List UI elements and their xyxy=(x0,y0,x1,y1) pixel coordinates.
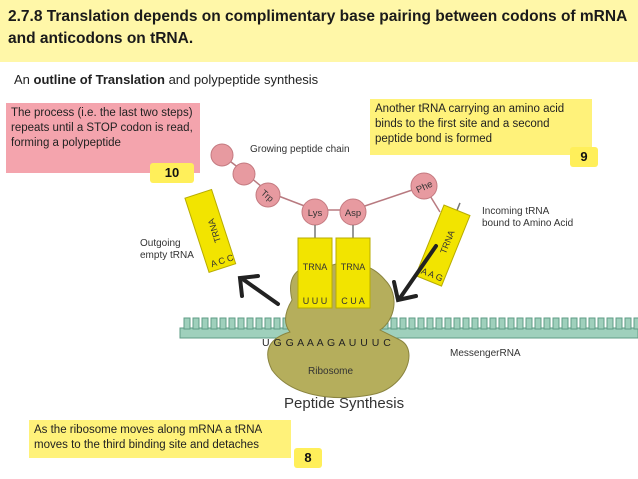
mrna-tooth xyxy=(534,317,542,330)
slide-title: 2.7.8 Translation depends on complimenta… xyxy=(0,0,638,62)
note-step-9: Another tRNA carrying an amino acid bind… xyxy=(370,99,592,155)
subtitle-prefix: An xyxy=(14,72,34,87)
mrna-tooth xyxy=(489,317,497,330)
badge-step-8: 8 xyxy=(294,448,322,468)
amino-label-lys: Lys xyxy=(308,208,323,219)
mrna-tooth xyxy=(615,317,623,330)
mrna-label: MessengerRNA xyxy=(450,348,521,359)
peptide-bead-2 xyxy=(232,162,256,186)
diagram-caption: Peptide Synthesis xyxy=(284,395,404,412)
mrna-tooth xyxy=(435,317,443,330)
mrna-tooth xyxy=(507,317,515,330)
outgoing-label-2: empty tRNA xyxy=(140,250,194,261)
peptide-chain xyxy=(221,154,441,213)
mrna-tooth xyxy=(597,317,605,330)
mrna-tooth xyxy=(552,317,560,330)
mrna-tooth xyxy=(525,317,533,330)
mrna-tooth xyxy=(606,317,614,330)
outgoing-label-1: Outgoing xyxy=(140,238,181,249)
mrna-tooth xyxy=(426,317,434,330)
amino-acid-phe xyxy=(410,172,438,200)
mrna-tooth xyxy=(201,317,209,330)
trna-label-2: TRNA xyxy=(341,262,366,272)
badge-step-8-text: 8 xyxy=(304,450,312,465)
mrna-tooth xyxy=(498,317,506,330)
badge-step-10-text: 10 xyxy=(164,165,180,180)
mrna-tooth xyxy=(516,317,524,330)
mrna-tooth xyxy=(633,317,638,330)
badge-step-10: 10 xyxy=(150,163,194,183)
mrna-tooth xyxy=(183,317,191,330)
trna-site-2: TRNA C U A xyxy=(335,225,371,309)
mrna-tooth xyxy=(399,317,407,330)
peptide-bead-1 xyxy=(210,143,234,167)
mrna-tooth xyxy=(237,317,245,330)
mrna-strand xyxy=(179,317,638,339)
mrna-tooth xyxy=(624,317,632,330)
note-step-8: As the ribosome moves along mRNA a tRNA … xyxy=(29,420,291,458)
subtitle-suffix: and polypeptide synthesis xyxy=(164,72,319,87)
trna-incoming: TRNA A A G xyxy=(414,202,471,287)
incoming-label-2: bound to Amino Acid xyxy=(482,218,573,229)
mrna-tooth xyxy=(390,317,398,330)
mrna-tooth xyxy=(444,317,452,330)
mrna-tooth xyxy=(219,317,227,330)
badge-step-9: 9 xyxy=(570,147,598,167)
subtitle: An outline of Translation and polypeptid… xyxy=(14,72,318,87)
mrna-tooth xyxy=(408,317,416,330)
arrow-outgoing-icon xyxy=(237,274,280,306)
note-step-10-text: The process (i.e. the last two steps) re… xyxy=(11,107,193,149)
mrna-tooth xyxy=(228,317,236,330)
mrna-tooth xyxy=(210,317,218,330)
ribosome-label: Ribosome xyxy=(308,366,353,377)
mrna-tooth xyxy=(579,317,587,330)
incoming-label-1: Incoming tRNA xyxy=(482,206,550,217)
mrna-tooth xyxy=(264,317,272,330)
mrna-tooth xyxy=(255,317,263,330)
mrna-tooth xyxy=(417,317,425,330)
mrna-tooth xyxy=(273,317,281,330)
mrna-sequence: U G G A A A G A U U U C xyxy=(262,337,391,349)
mrna-tooth xyxy=(543,317,551,330)
trna-site-1: TRNA U U U xyxy=(297,225,333,309)
trna-outgoing: TRNA A C C xyxy=(184,188,237,273)
note-step-9-text: Another tRNA carrying an amino acid bind… xyxy=(375,103,565,145)
mrna-tooth xyxy=(471,317,479,330)
anticodon-1: U U U xyxy=(303,296,328,306)
mrna-tooth xyxy=(480,317,488,330)
trna-label-1: TRNA xyxy=(303,262,328,272)
mrna-tooth xyxy=(561,317,569,330)
amino-acid-trp xyxy=(255,182,281,208)
anticodon-2: C U A xyxy=(341,296,365,306)
note-step-10: The process (i.e. the last two steps) re… xyxy=(6,103,200,173)
subtitle-bold: outline of Translation xyxy=(33,72,165,87)
mrna-tooth xyxy=(192,317,200,330)
mrna-tooth xyxy=(462,317,470,330)
mrna-tooth xyxy=(570,317,578,330)
badge-step-9-text: 9 xyxy=(580,149,588,164)
mrna-tooth xyxy=(246,317,254,330)
note-step-8-text: As the ribosome moves along mRNA a tRNA … xyxy=(34,424,262,451)
amino-label-asp: Asp xyxy=(345,208,361,219)
mrna-tooth xyxy=(453,317,461,330)
mrna-tooth xyxy=(588,317,596,330)
growing-chain-label: Growing peptide chain xyxy=(250,144,350,155)
arrow-incoming-icon xyxy=(392,244,438,303)
slide-title-text: 2.7.8 Translation depends on complimenta… xyxy=(8,8,627,47)
